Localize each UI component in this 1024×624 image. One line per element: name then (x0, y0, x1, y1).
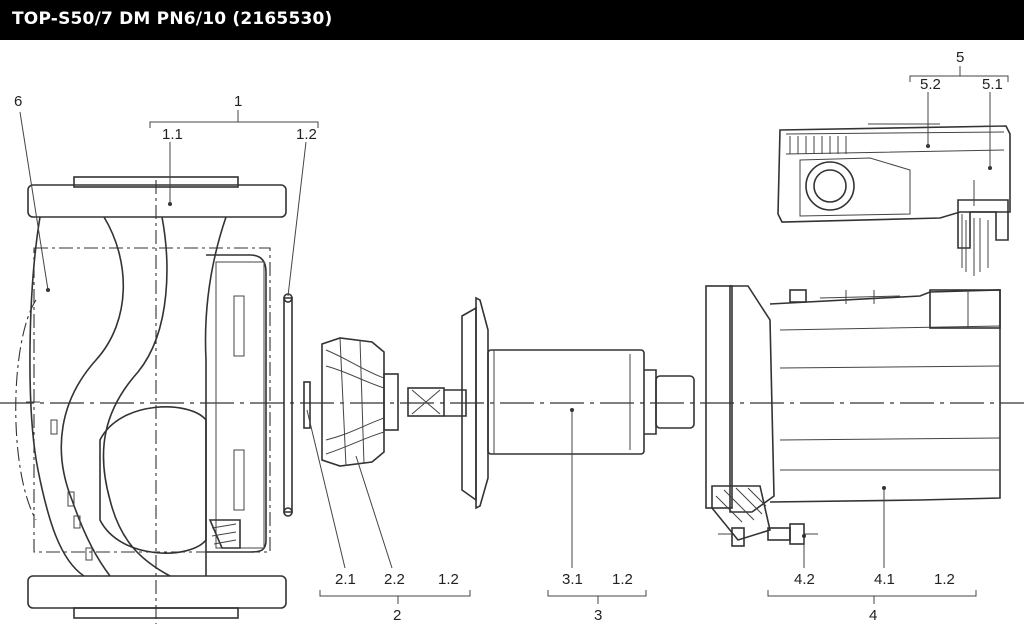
label-group-2: 2 (393, 607, 401, 624)
label-4-1: 4.1 (874, 571, 895, 588)
label-1-2-group4: 1.2 (934, 571, 955, 588)
label-1-2-group3: 1.2 (612, 571, 633, 588)
label-2-2: 2.2 (384, 571, 405, 588)
label-1-1: 1.1 (162, 126, 183, 143)
label-group-3: 3 (594, 607, 602, 624)
label-2-1: 2.1 (335, 571, 356, 588)
label-5-1: 5.1 (982, 76, 1003, 93)
motor-body (705, 285, 1001, 547)
pump-housing (15, 176, 287, 624)
electronic-module (777, 123, 1011, 276)
label-group-4: 4 (869, 607, 877, 624)
label-5-2: 5.2 (920, 76, 941, 93)
label-group-1: 1 (234, 93, 242, 110)
group-brackets (149, 66, 1009, 604)
label-4-2: 4.2 (794, 571, 815, 588)
gasket-ring-1-2 (283, 293, 293, 517)
label-6: 6 (14, 93, 22, 110)
label-group-5: 5 (956, 49, 964, 66)
label-3-1: 3.1 (562, 571, 583, 588)
diagram-title: TOP-S50/7 DM PN6/10 (2165530) (0, 0, 1024, 40)
housing-outline-dashed (33, 247, 271, 553)
label-1-2-group2: 1.2 (438, 571, 459, 588)
exploded-view-drawing: 1 1.1 1.2 5 5.2 5.1 6 2.1 2.2 1.2 2 3.1 … (0, 49, 1024, 624)
label-1-2-top: 1.2 (296, 126, 317, 143)
leader-lines (19, 92, 992, 569)
impeller (303, 337, 399, 467)
rotor-shaft (407, 296, 695, 510)
